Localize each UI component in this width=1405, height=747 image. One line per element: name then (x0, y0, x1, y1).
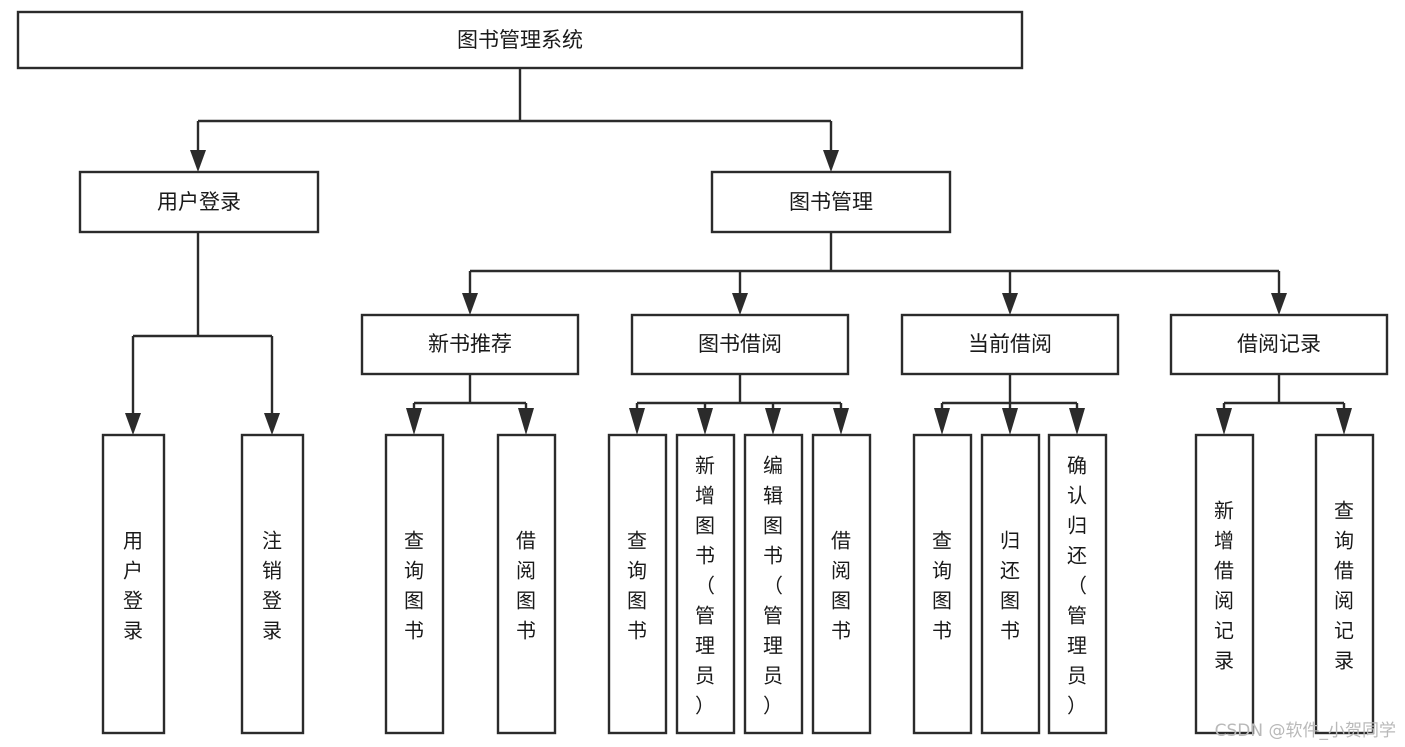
arrow-cb-to-leaf-2 (1002, 408, 1018, 435)
node-current-borrow[interactable]: 当前借阅 (900, 313, 1120, 376)
node-borrow-record-box[interactable] (1169, 313, 1389, 376)
node-current-borrow-box[interactable] (900, 313, 1120, 376)
node-leaf-confirm-return-box[interactable] (1047, 433, 1108, 735)
node-leaf-add-book-box[interactable] (675, 433, 736, 735)
node-leaf-borrow-book-2-label: 借阅图书 (831, 528, 851, 642)
node-leaf-query-record-box[interactable] (1314, 433, 1375, 735)
node-leaf-query-book-2-box[interactable] (607, 433, 668, 735)
node-leaf-borrow-book-2-box[interactable] (811, 433, 872, 735)
node-new-book-recommend-label: 新书推荐 (428, 332, 512, 356)
arrow-bm-to-borrow-record (1271, 293, 1287, 315)
node-leaf-query-book-1-label: 查询图书 (404, 528, 424, 642)
arrow-bb-to-leaf-2 (697, 408, 713, 435)
arrow-nb-to-leaf-1 (406, 408, 422, 435)
node-leaf-add-record-label: 新增借阅记录 (1214, 498, 1234, 672)
node-book-borrow-label: 图书借阅 (698, 332, 782, 356)
arrow-bm-to-book-borrow (732, 293, 748, 315)
node-leaf-logout-box[interactable] (240, 433, 305, 735)
node-leaf-query-book-3[interactable]: 查询图书 (912, 433, 973, 735)
arrow-br-to-leaf-1 (1216, 408, 1232, 435)
arrow-nb-to-leaf-2 (518, 408, 534, 435)
node-leaf-query-record-label: 查询借阅记录 (1334, 498, 1354, 672)
node-book-borrow-box[interactable] (630, 313, 850, 376)
node-leaf-user-login[interactable]: 用户登录 (101, 433, 166, 735)
arrow-br-to-leaf-2 (1336, 408, 1352, 435)
node-leaf-logout[interactable]: 注销登录 (240, 433, 305, 735)
node-borrow-record-label: 借阅记录 (1237, 332, 1321, 356)
node-user-login-box[interactable] (78, 170, 320, 234)
arrow-bb-to-leaf-1 (629, 408, 645, 435)
node-book-management[interactable]: 图书管理 (710, 170, 952, 234)
node-leaf-borrow-book-1-label: 借阅图书 (516, 528, 536, 642)
node-leaf-query-book-3-box[interactable] (912, 433, 973, 735)
node-leaf-add-book[interactable]: 新增图书（管理员） (675, 433, 736, 735)
node-leaf-return-book[interactable]: 归还图书 (980, 433, 1041, 735)
node-leaf-borrow-book-1[interactable]: 借阅图书 (496, 433, 557, 735)
node-leaf-logout-label: 注销登录 (262, 528, 282, 642)
connector-layer (125, 68, 1352, 435)
arrow-bb-to-leaf-4 (833, 408, 849, 435)
node-leaf-confirm-return[interactable]: 确认归还（管理员） (1047, 433, 1108, 735)
node-leaf-return-book-label: 归还图书 (1000, 528, 1020, 642)
node-borrow-record[interactable]: 借阅记录 (1169, 313, 1389, 376)
node-root[interactable]: 图书管理系统 (16, 10, 1024, 70)
node-leaf-confirm-return-label: 确认归还（管理员） (1067, 453, 1087, 717)
node-leaf-edit-book-box[interactable] (743, 433, 804, 735)
node-leaf-add-record-box[interactable] (1194, 433, 1255, 735)
node-leaf-add-record[interactable]: 新增借阅记录 (1194, 433, 1255, 735)
node-leaf-query-book-1[interactable]: 查询图书 (384, 433, 445, 735)
node-book-management-box[interactable] (710, 170, 952, 234)
node-new-book-recommend-box[interactable] (360, 313, 580, 376)
arrow-root-to-book-management (823, 150, 839, 172)
node-leaf-edit-book-label: 编辑图书（管理员） (763, 453, 783, 717)
arrow-bb-to-leaf-3 (765, 408, 781, 435)
node-leaf-query-record[interactable]: 查询借阅记录 (1314, 433, 1375, 735)
node-current-borrow-label: 当前借阅 (968, 332, 1052, 356)
arrow-bm-to-new-book (462, 293, 478, 315)
node-new-book-recommend[interactable]: 新书推荐 (360, 313, 580, 376)
node-leaf-borrow-book-2[interactable]: 借阅图书 (811, 433, 872, 735)
arrow-bm-to-current-borrow (1002, 293, 1018, 315)
node-leaf-return-book-box[interactable] (980, 433, 1041, 735)
node-leaf-user-login-label: 用户登录 (123, 528, 143, 642)
arrow-user-login-to-leaf-2 (264, 413, 280, 435)
node-book-management-label: 图书管理 (789, 190, 873, 214)
leaf-node-group: 用户登录 注销登录 查询图书 借阅图书 查询图书 新增图书（管理员） (101, 433, 1375, 735)
arrow-cb-to-leaf-3 (1069, 408, 1085, 435)
csdn-watermark: CSDN @软件_小贺同学 (1215, 721, 1396, 741)
node-book-borrow[interactable]: 图书借阅 (630, 313, 850, 376)
arrow-root-to-user-login (190, 150, 206, 172)
node-root-label: 图书管理系统 (457, 28, 583, 52)
node-leaf-borrow-book-1-box[interactable] (496, 433, 557, 735)
node-leaf-user-login-box[interactable] (101, 433, 166, 735)
node-leaf-query-book-3-label: 查询图书 (932, 528, 952, 642)
node-leaf-query-book-1-box[interactable] (384, 433, 445, 735)
node-leaf-query-book-2[interactable]: 查询图书 (607, 433, 668, 735)
node-leaf-query-book-2-label: 查询图书 (627, 528, 647, 642)
arrow-cb-to-leaf-1 (934, 408, 950, 435)
node-user-login[interactable]: 用户登录 (78, 170, 320, 234)
node-leaf-edit-book[interactable]: 编辑图书（管理员） (743, 433, 804, 735)
arrow-user-login-to-leaf-1 (125, 413, 141, 435)
node-root-box[interactable] (16, 10, 1024, 70)
node-user-login-label: 用户登录 (157, 190, 241, 214)
node-leaf-add-book-label: 新增图书（管理员） (695, 453, 715, 717)
